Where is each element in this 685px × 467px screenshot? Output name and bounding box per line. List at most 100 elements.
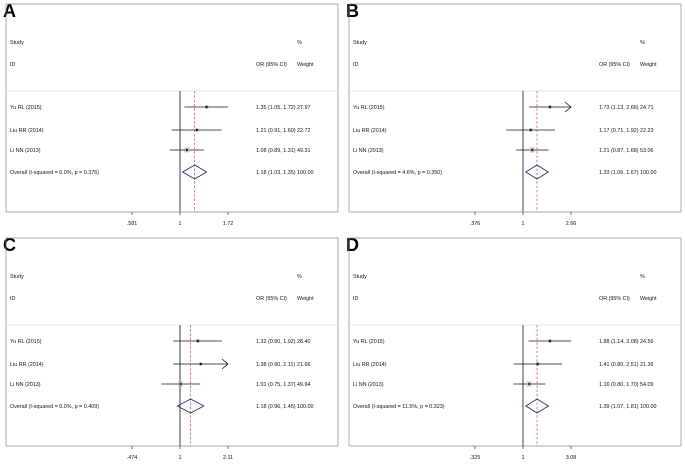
x-tick-label-a-0: .581: [127, 221, 138, 227]
point-estimate-d-1: [536, 362, 539, 366]
overall-ci-text-c: 1.18 (0.96, 1.45): [256, 404, 296, 410]
point-estimate-b-2: [531, 148, 534, 152]
ci-arrow-b-0: [564, 101, 572, 113]
header-percent-a: %: [297, 40, 302, 46]
point-estimate-c-2: [179, 382, 182, 386]
overall-label-a: Overall (I-squared = 0.0%, p = 0.376): [10, 170, 99, 176]
point-estimate-c-0: [196, 339, 200, 343]
study-ci-text-b-2: 1.21 (0.87, 1.68): [599, 148, 639, 154]
x-tick-label-b-2: 2.66: [566, 221, 577, 227]
study-name-b-0: Yu RL (2015): [353, 105, 385, 111]
header-weight-d: Weight: [640, 296, 657, 302]
overall-diamond-d: [525, 398, 550, 414]
study-weight-text-a-1: 22.72: [297, 128, 311, 134]
study-weight-text-a-2: 49.31: [297, 148, 311, 154]
ci-arrow-c-1: [221, 358, 229, 370]
study-weight-text-b-0: 24.71: [640, 105, 654, 111]
point-estimate-b-0: [548, 105, 552, 109]
study-name-d-0: Yu RL (2015): [353, 339, 385, 345]
study-name-d-2: Li NN (2013): [353, 382, 384, 388]
point-estimate-a-0: [205, 105, 208, 109]
overall-weight-text-c: 100.00: [297, 404, 314, 410]
study-name-d-1: Liu RR (2014): [353, 362, 387, 368]
header-study-d: Study: [353, 274, 367, 280]
study-name-c-0: Yu RL (2015): [10, 339, 42, 345]
study-name-b-2: Li NN (2013): [353, 148, 384, 154]
study-name-b-1: Liu RR (2014): [353, 128, 387, 134]
overall-label-b: Overall (I-squared = 4.6%, p = 0.350): [353, 170, 442, 176]
study-ci-text-d-0: 1.88 (1.14, 3.08): [599, 339, 639, 345]
study-weight-text-d-0: 24.56: [640, 339, 654, 345]
point-estimate-c-1: [199, 362, 202, 366]
study-ci-text-a-2: 1.08 (0.89, 1.31): [256, 148, 296, 154]
study-ci-text-d-2: 1.16 (0.80, 1.70): [599, 382, 639, 388]
study-name-c-1: Liu RR (2014): [10, 362, 44, 368]
header-id-d: ID: [353, 296, 358, 302]
study-weight-text-b-1: 22.23: [640, 128, 654, 134]
x-tick-label-a-1: 1: [179, 221, 182, 227]
point-estimate-d-2: [528, 382, 531, 386]
study-name-a-1: Liu RR (2014): [10, 128, 44, 134]
x-tick-label-a-2: 1.72: [223, 221, 234, 227]
overall-label-d: Overall (I-squared = 11.5%, p = 0.323): [353, 404, 445, 410]
header-percent-b: %: [640, 40, 645, 46]
study-name-a-2: Li NN (2013): [10, 148, 41, 154]
overall-ci-text-d: 1.39 (1.07, 1.81): [599, 404, 639, 410]
header-or-ci-d: OR (95% CI): [599, 296, 630, 302]
header-id-b: ID: [353, 62, 358, 68]
header-or-ci-c: OR (95% CI): [256, 296, 287, 302]
study-ci-text-c-0: 1.32 (0.90, 1.92): [256, 339, 296, 345]
study-ci-text-b-1: 1.17 (0.71, 1.92): [599, 128, 639, 134]
study-ci-text-b-0: 1.73 (1.13, 2.66): [599, 105, 639, 111]
overall-diamond-a: [181, 164, 208, 180]
header-percent-d: %: [640, 274, 645, 280]
point-estimate-b-1: [529, 128, 532, 132]
study-ci-text-c-2: 1.01 (0.75, 1.37): [256, 382, 296, 388]
header-id-a: ID: [10, 62, 15, 68]
overall-diamond-b: [525, 164, 550, 180]
study-name-c-2: Li NN (2013): [10, 382, 41, 388]
header-or-ci-b: OR (95% CI): [599, 62, 630, 68]
study-ci-text-c-1: 1.38 (0.90, 2.11): [256, 362, 295, 368]
point-estimate-d-0: [548, 339, 552, 343]
x-tick-label-c-1: 1: [178, 455, 181, 461]
study-weight-text-b-2: 53.06: [640, 148, 654, 154]
x-tick-label-d-1: 1: [521, 455, 524, 461]
study-weight-text-c-1: 21.66: [297, 362, 311, 368]
overall-diamond-c: [176, 398, 205, 414]
header-weight-b: Weight: [640, 62, 657, 68]
study-weight-text-c-0: 28.40: [297, 339, 311, 345]
study-ci-text-a-1: 1.21 (0.91, 1.60): [256, 128, 296, 134]
header-study-c: Study: [10, 274, 24, 280]
header-or-ci-a: OR (95% CI): [256, 62, 287, 68]
point-estimate-a-1: [195, 128, 199, 132]
point-estimate-a-2: [185, 148, 189, 152]
x-tick-label-d-2: 3.08: [566, 455, 577, 461]
overall-weight-text-d: 100.00: [640, 404, 657, 410]
header-study-b: Study: [353, 40, 367, 46]
study-ci-text-a-0: 1.35 (1.05, 1.72): [256, 105, 296, 111]
overall-label-c: Overall (I-squared = 0.0%, p = 0.409): [10, 404, 99, 410]
header-study-a: Study: [10, 40, 24, 46]
header-weight-c: Weight: [297, 296, 314, 302]
x-tick-label-c-2: 2.11: [223, 455, 233, 461]
study-weight-text-d-1: 21.36: [640, 362, 654, 368]
header-id-c: ID: [10, 296, 15, 302]
x-tick-label-d-0: .325: [470, 455, 481, 461]
study-weight-text-d-2: 54.09: [640, 382, 654, 388]
x-tick-label-b-1: 1: [521, 221, 524, 227]
x-tick-label-c-0: .474: [127, 455, 138, 461]
study-ci-text-d-1: 1.41 (0.80, 2.51): [599, 362, 639, 368]
study-name-a-0: Yu RL (2015): [10, 105, 42, 111]
study-weight-text-a-0: 27.97: [297, 105, 311, 111]
overall-ci-text-b: 1.33 (1.06, 1.67): [599, 170, 639, 176]
header-weight-a: Weight: [297, 62, 314, 68]
x-tick-label-b-0: .376: [470, 221, 481, 227]
